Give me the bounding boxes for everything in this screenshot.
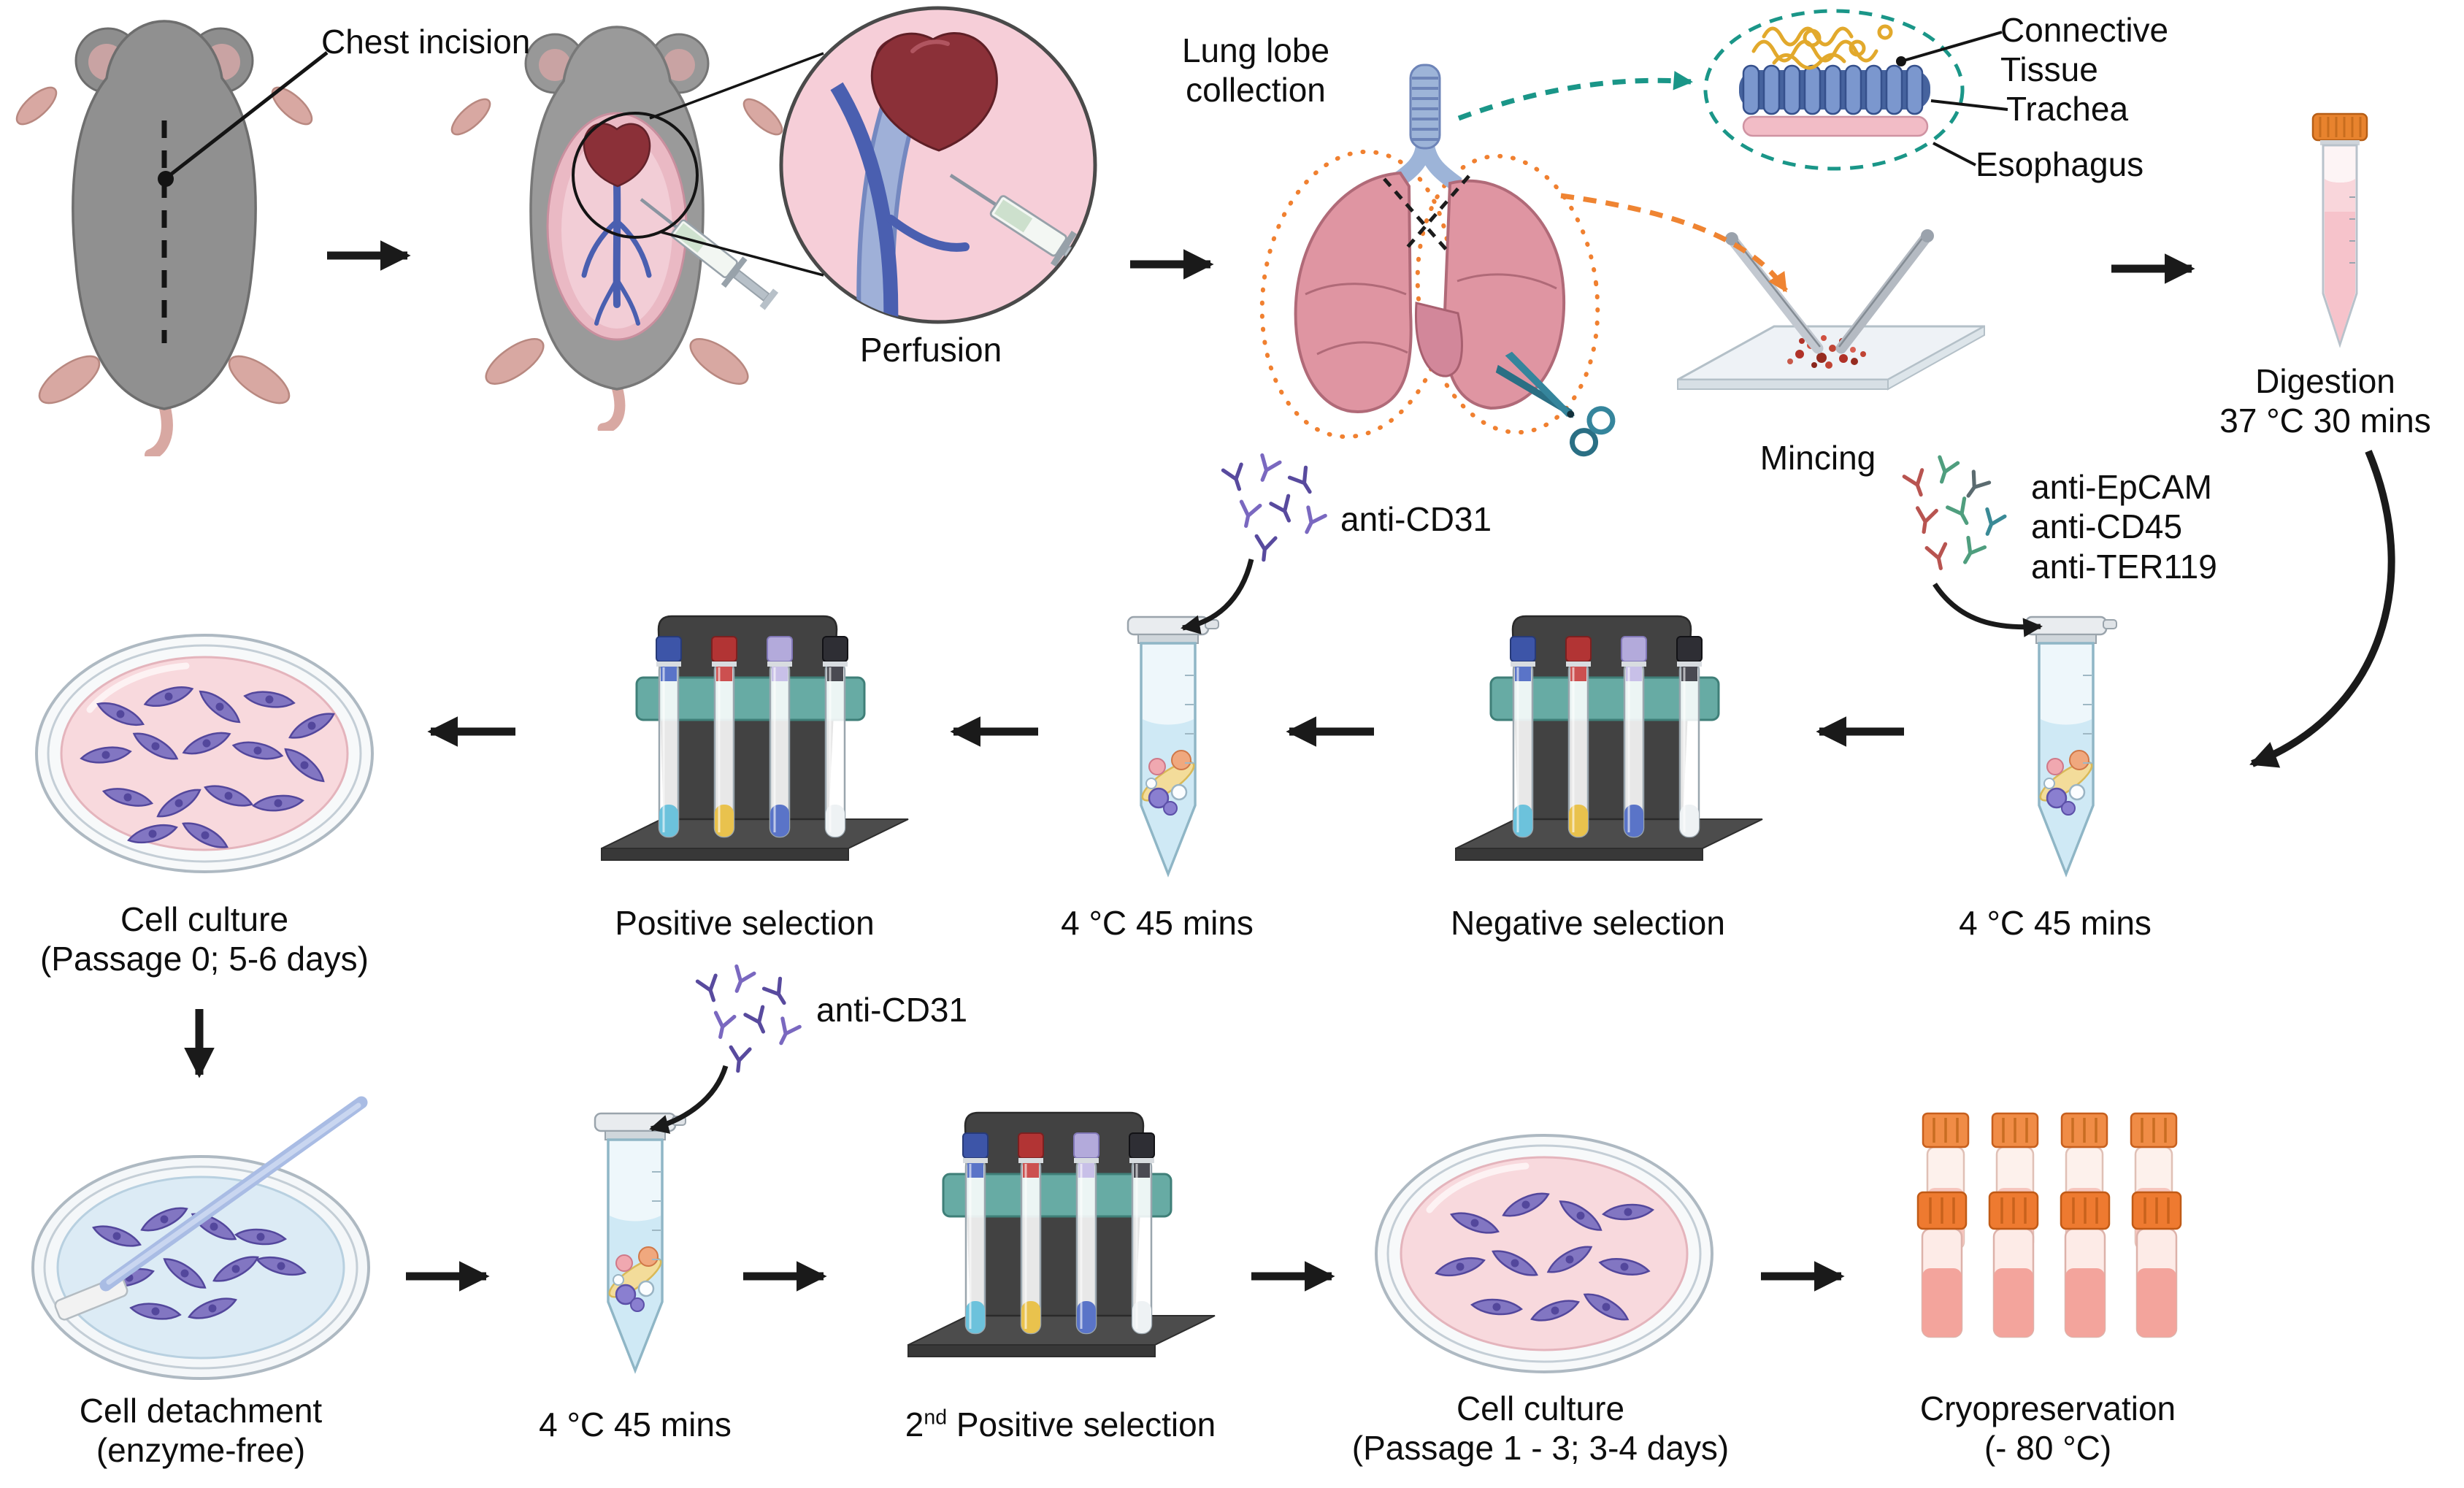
positive-selection-label: Positive selection — [615, 904, 875, 942]
accessory-lobe — [1414, 302, 1463, 377]
cryovials-illustration — [1916, 1112, 2182, 1338]
cell-culture-p1-3-label: Cell culture (Passage 1 - 3; 3-4 days) — [1351, 1389, 1730, 1468]
rack-magnet-bar — [1489, 676, 1720, 721]
tube-cap — [2024, 615, 2108, 636]
digestion-tube-icon — [2311, 112, 2368, 348]
rack-magnet-bar — [635, 676, 866, 721]
dish-media — [56, 1176, 345, 1359]
right-lung — [1294, 171, 1413, 414]
rack-magnet-bar — [942, 1173, 1172, 1218]
chest-incision-label: Chest incision — [321, 23, 531, 61]
rack-tubes — [1510, 636, 1703, 838]
rack-tubes — [962, 1132, 1155, 1335]
tube-cap — [1127, 615, 1210, 636]
esophagus-label: Esophagus — [1976, 145, 2144, 183]
connective-tissue-label: Connective Tissue — [2000, 11, 2169, 89]
left-lung — [1443, 179, 1566, 410]
incubation-3-label: 4 °C 45 mins — [539, 1405, 732, 1443]
rack-base — [907, 1315, 1216, 1357]
mouse-dissected-illustration — [450, 26, 783, 431]
perfusion-label: Perfusion — [859, 331, 1002, 369]
petri-dish-p1-3-illustration — [1375, 1134, 1713, 1373]
tube-cap — [594, 1112, 677, 1132]
second-positive-selection-label: 2nd Positive selection — [905, 1405, 1216, 1443]
heart-icon-magnified — [870, 31, 998, 152]
perfusion-magnifier-illustration — [779, 6, 1097, 324]
cell-detachment-label: Cell detachment (enzyme-free) — [79, 1392, 323, 1470]
rack-tubes — [656, 636, 848, 838]
conical-tube-icon-2 — [1127, 615, 1219, 878]
lung-lobe-collection-label: Lung lobe collection — [1181, 31, 1330, 110]
lungs-illustration — [1259, 64, 1616, 457]
antibody-cocktail-label: anti-EpCAM anti-CD45 anti-TER119 — [2031, 468, 2217, 586]
mincing-label: Mincing — [1759, 439, 1876, 477]
magnetic-rack-second-positive-selection — [907, 1111, 1216, 1357]
magnifier-content — [830, 31, 1095, 322]
petri-dish-detachment-illustration — [31, 1096, 370, 1380]
antibody-cocktail-icon — [1902, 455, 2007, 570]
digestion-label: Digestion 37 °C 30 mins — [2219, 362, 2431, 440]
anti-cd31-icon-2 — [695, 964, 802, 1073]
mouse-tail — [597, 381, 626, 431]
trachea-icon — [1391, 64, 1462, 191]
cell-culture-p0-label: Cell culture (Passage 0; 5-6 days) — [39, 900, 369, 978]
conical-tube-icon-1 — [2024, 615, 2117, 878]
anti-cd31-label-1: anti-CD31 — [1340, 500, 1492, 538]
trachea-inset-illustration — [1703, 9, 1965, 171]
dish-media — [1400, 1156, 1689, 1351]
minced-tissue — [1787, 335, 1866, 369]
magnetic-rack-positive-selection — [601, 615, 909, 861]
negative-selection-label: Negative selection — [1451, 904, 1725, 942]
incubation-2-label: 4 °C 45 mins — [1061, 904, 1254, 942]
connective-tissue-icon — [1751, 24, 1893, 70]
anti-cd31-label-2: anti-CD31 — [816, 991, 968, 1029]
cryovial-front-row — [1916, 1191, 2182, 1338]
blade-icon-right — [1835, 229, 1934, 354]
mouse-tail — [145, 399, 173, 456]
trachea-rings-icon — [1739, 64, 1930, 115]
rack-base — [1455, 818, 1763, 861]
petri-dish-p0-illustration — [35, 634, 374, 873]
incubation-1-label: 4 °C 45 mins — [1959, 904, 2152, 942]
scissors-icon — [1495, 351, 1616, 457]
esophagus-icon — [1742, 115, 1929, 137]
anti-cd31-icon-1 — [1221, 453, 1327, 562]
arrow-digestion-to-tube1 — [2249, 450, 2395, 768]
rack-base — [601, 818, 909, 861]
lung-fissures — [1305, 273, 1557, 356]
conical-tube-icon-3 — [594, 1112, 686, 1374]
tube-liquid — [2325, 179, 2355, 342]
magnetic-rack-negative-selection — [1455, 615, 1763, 861]
cell-scraper-icon — [54, 1096, 368, 1321]
cryopreservation-label: Cryopreservation (- 80 °C) — [1919, 1389, 2176, 1468]
trachea-label: Trachea — [2006, 90, 2129, 128]
glass-slide-icon — [1677, 325, 1985, 391]
mincing-illustration — [1677, 229, 1985, 391]
mouse-dorsal-illustration — [15, 20, 313, 456]
